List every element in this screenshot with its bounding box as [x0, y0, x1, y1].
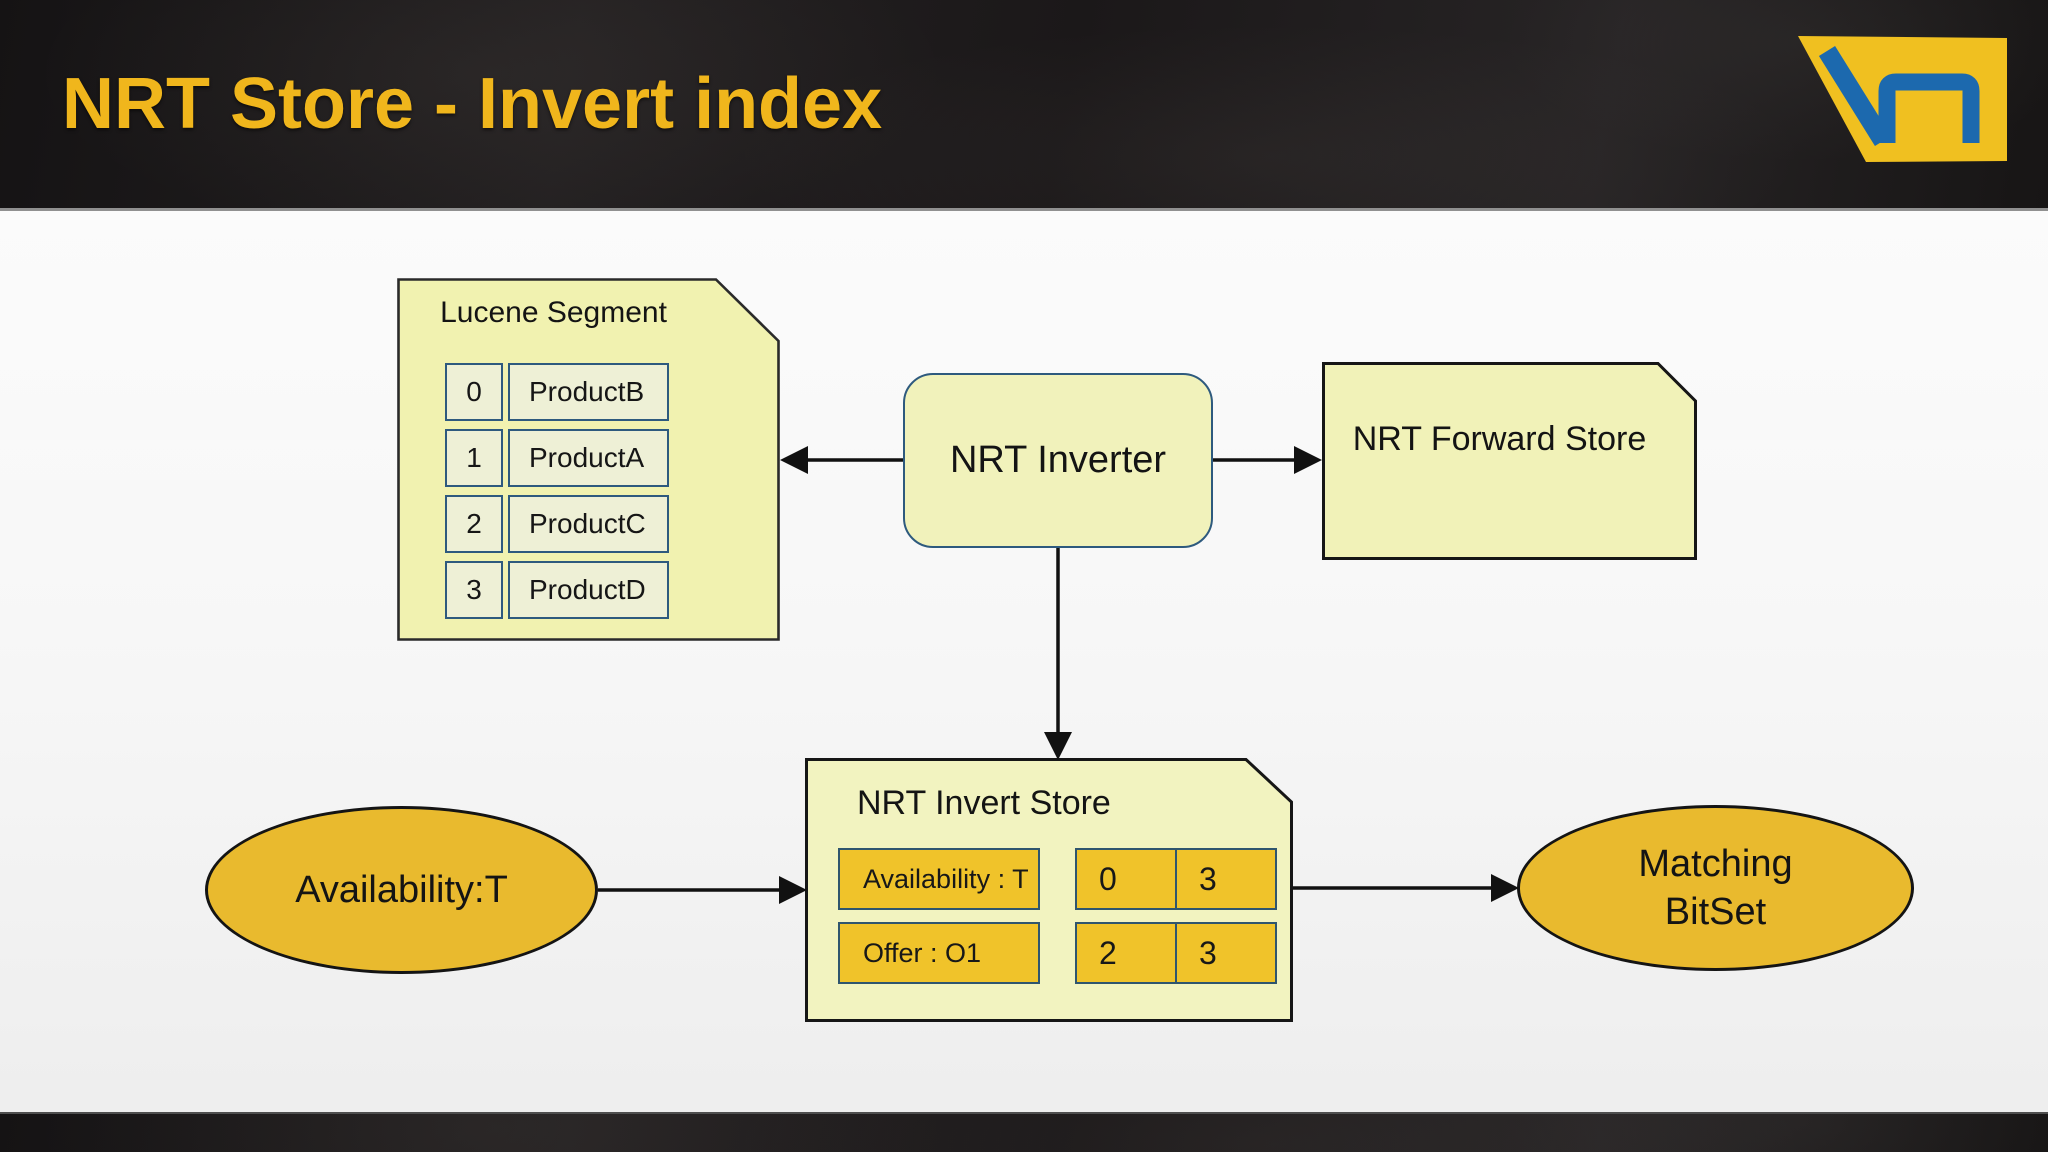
term-box: Availability : T [838, 848, 1040, 910]
table-row: 2 ProductC [445, 495, 669, 553]
posting-cell: 3 [1175, 924, 1275, 982]
nrt-invert-store-title: NRT Invert Store [857, 784, 1111, 822]
doc-id-cell: 0 [445, 363, 503, 421]
lucene-segment-table: 0 ProductB 1 ProductA 2 ProductC 3 Produ… [445, 363, 669, 627]
query-label: Availability:T [295, 869, 508, 911]
result-ellipse: Matching BitSet [1517, 805, 1914, 971]
doc-value-cell: ProductA [508, 429, 669, 487]
posting-cell: 0 [1099, 860, 1117, 897]
doc-value-cell: ProductD [508, 561, 669, 619]
nrt-invert-store-node: NRT Invert Store Availability : T 0 3 Of… [805, 758, 1293, 1022]
nrt-forward-store-label: NRT Forward Store [1352, 420, 1647, 458]
header-bar: NRT Store - Invert index [0, 0, 2048, 211]
term-box: Offer : O1 [838, 922, 1040, 984]
result-label-line2: BitSet [1664, 891, 1767, 933]
nrt-inverter-node: NRT Inverter [903, 373, 1213, 548]
lucene-segment-title: Lucene Segment [440, 296, 667, 329]
doc-id-cell: 2 [445, 495, 503, 553]
doc-value-cell: ProductC [508, 495, 669, 553]
posting-cell: 3 [1175, 850, 1275, 908]
nrt-forward-store-node: NRT Forward Store [1322, 362, 1697, 560]
nrt-inverter-label: NRT Inverter [949, 439, 1167, 481]
company-logo-icon [1798, 36, 2007, 162]
footer-bar [0, 1112, 2048, 1152]
postings-cells: 0 3 [1075, 848, 1277, 910]
posting-cell: 2 [1099, 934, 1117, 971]
lucene-segment-node: Lucene Segment 0 ProductB 1 ProductA 2 P… [397, 278, 780, 641]
doc-id-cell: 1 [445, 429, 503, 487]
arrow-query-to-invert-store [598, 876, 807, 904]
result-label-line1: Matching [1638, 843, 1793, 885]
slide-title: NRT Store - Invert index [62, 64, 883, 144]
postings-cells: 2 3 [1075, 922, 1277, 984]
folded-note-shape [1322, 362, 1697, 560]
arrow-inverter-to-invert-store [1044, 548, 1072, 760]
table-row: 0 ProductB [445, 363, 669, 421]
doc-id-cell: 3 [445, 561, 503, 619]
doc-value-cell: ProductB [508, 363, 669, 421]
table-row: 3 ProductD [445, 561, 669, 619]
arrow-inverter-to-forward-store [1213, 446, 1322, 474]
query-ellipse: Availability:T [205, 806, 598, 974]
arrow-inverter-to-lucene [780, 446, 903, 474]
arrow-invert-store-to-result [1293, 874, 1519, 902]
table-row: 1 ProductA [445, 429, 669, 487]
